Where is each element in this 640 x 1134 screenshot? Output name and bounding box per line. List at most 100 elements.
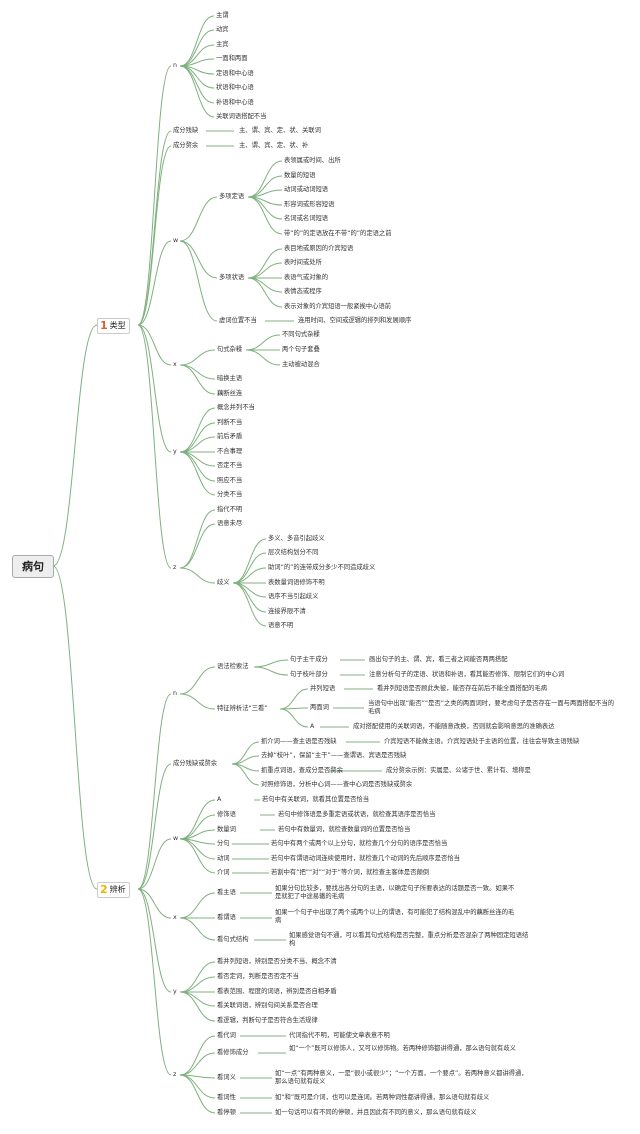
node-a-xc-d: 如果感觉语句不通，可以看其句式结构是否完整，重点分析是否混杂了两种固定短语结构 [289, 932, 529, 947]
node-t-mx1: 两个句子套叠 [282, 346, 320, 353]
connector [137, 324, 172, 569]
node-t-y6: 分类不当 [217, 491, 243, 498]
connector [137, 693, 172, 890]
node-t-n2: 主宾 [216, 41, 229, 48]
connector [232, 567, 267, 584]
connector [232, 538, 267, 584]
node-t-mv4: 表示对象的介宾短语一般紧挨中心语前 [284, 303, 392, 310]
connector [179, 240, 218, 322]
node-a-br-d: 注意分析句子的定语、状语和补语，看其能否修饰、限制它们的中心词 [369, 671, 565, 678]
connector [279, 708, 309, 728]
node-t-ma: 多项定语 [219, 193, 245, 200]
node-t-mv2: 表语气或对象的 [284, 274, 329, 281]
node-t-mv3: 表情态或程序 [284, 288, 322, 295]
node-a-wv-d: 若句中有谓语动词连续使用时，就检查几个动词的先后顺序是否恰当 [271, 855, 460, 862]
connector [137, 65, 172, 326]
node-a-z: z [173, 1071, 177, 1078]
connector [137, 888, 172, 1076]
connector [179, 1052, 216, 1076]
connector [179, 451, 216, 482]
connector [137, 888, 172, 993]
connector [179, 838, 216, 874]
node-t-n: n [173, 62, 177, 69]
node-t-x: x [173, 361, 177, 368]
connector [179, 799, 216, 840]
connector [179, 65, 215, 104]
branch-types-label: 类型 [109, 321, 126, 330]
node-a-wc-d: 若句中有两个或两个以上分句，就检查几个分句的语序是否恰当 [271, 840, 448, 847]
node-a-xp: 看谓语 [217, 914, 236, 921]
node-t-mv: 多项状语 [219, 274, 245, 281]
node-a-zw-d: 如“一点”有两种意义，一是“很小或很少”；“一个方面，一个要点”。若两种意义都讲… [275, 1070, 528, 1085]
node-t-lack: 成分残缺 [173, 127, 199, 134]
connector [179, 364, 216, 395]
connector [137, 240, 172, 326]
node-t-y4: 否定不当 [217, 462, 243, 469]
node-a-g: 语法检索法 [217, 663, 249, 670]
node-a-x: x [173, 914, 177, 921]
connector [232, 582, 267, 613]
node-t-ma0: 表领属或时间、出所 [284, 157, 341, 164]
node-t-sc: 藕断丝连 [217, 390, 243, 397]
connector [179, 422, 216, 453]
node-t-am2: 助词“的”的连带成分多少不同造成歧义 [268, 564, 376, 571]
node-a-wa: A [217, 796, 222, 803]
node-t-y3: 不合事理 [217, 448, 243, 455]
node-t-am0: 多义、多音引起歧义 [268, 535, 325, 542]
node-t-y: y [173, 448, 177, 455]
connector [247, 262, 283, 279]
node-a-ts: 两面词 [310, 704, 329, 711]
node-t-n4: 定语和中心语 [216, 70, 254, 77]
node-a-wm: 修饰语 [217, 811, 236, 818]
node-t-n3: 一面和两面 [216, 55, 248, 62]
node-a-lr3: 抓重点词语，查成分是否赘余 [261, 767, 343, 774]
node-a-lr3-d: 成分赘余示例：实属是、公诸于世、累计有、增称是 [386, 767, 531, 774]
node-a-y1: 看否定词，判断是否否定不当 [217, 973, 299, 980]
node-a-lr: 成分残缺或赘余 [173, 760, 218, 767]
node-t-ap-d: 连用时间、空间或逻辑的排列和发展顺序 [298, 317, 412, 324]
node-a-f: 特征辨析法“三看” [217, 705, 268, 712]
node-a-zh: 看停顿 [217, 1109, 236, 1116]
connector [179, 240, 218, 279]
connector [179, 29, 215, 67]
connector [179, 976, 216, 993]
node-t-y1: 判断不当 [217, 419, 243, 426]
node-a-wn: 数量词 [217, 826, 236, 833]
node-t-am6: 语意不明 [268, 622, 294, 629]
node-a-wa-d: 若句中有关联词，就看其位置是否恰当 [262, 796, 370, 803]
connector [179, 892, 216, 919]
node-a-wc: 分句 [217, 840, 230, 847]
node-a-pa-d: 看并列短语是否顾此失彼，能否存在前后不能全面搭配的毛病 [377, 685, 548, 692]
connector [179, 349, 216, 366]
node-t-um: 语意未尽 [217, 520, 243, 527]
node-t-red: 成分赘余 [173, 142, 199, 149]
node-t-ma1: 数量的短语 [284, 172, 316, 179]
connector [279, 688, 309, 710]
node-a-y3: 看关联词语，辨别句间关系是否合理 [217, 1002, 318, 1009]
node-t-am5: 连接界限不清 [268, 608, 306, 615]
node-a-n: n [173, 690, 177, 697]
root-to-types [52, 324, 98, 567]
node-a-pa: 并列短语 [310, 685, 336, 692]
connector [179, 567, 216, 584]
connector [137, 145, 172, 326]
node-a-y2: 看表范围、程度的词语，辨别是否自相矛盾 [217, 988, 337, 995]
node-t-ma4: 名词或名词短语 [284, 215, 329, 222]
connector [179, 509, 216, 569]
connector [247, 277, 283, 308]
node-a-zm: 看修饰成分 [217, 1049, 249, 1056]
node-t-n5: 状语和中心语 [216, 84, 254, 91]
node-a-w: w [173, 835, 179, 842]
connector [253, 659, 289, 668]
connector [137, 324, 172, 453]
node-a-lr1: 抓介词——查主语是否残缺 [261, 738, 337, 745]
node-a-tr: 句子主干成分 [290, 656, 328, 663]
connector [232, 582, 267, 627]
node-a-wm-d: 若句中修饰语是多重定语或状语，就检查其语序是否恰当 [278, 811, 436, 818]
connector [231, 763, 260, 786]
node-a-zm-d: 如“一个”既可以修饰人，又可以修饰物。若两种修饰都讲得通，那么语句就有歧义 [289, 1045, 516, 1052]
node-a-tr-d: 画出句子的主、谓、宾，看三者之间能否两两搭配 [369, 656, 508, 663]
